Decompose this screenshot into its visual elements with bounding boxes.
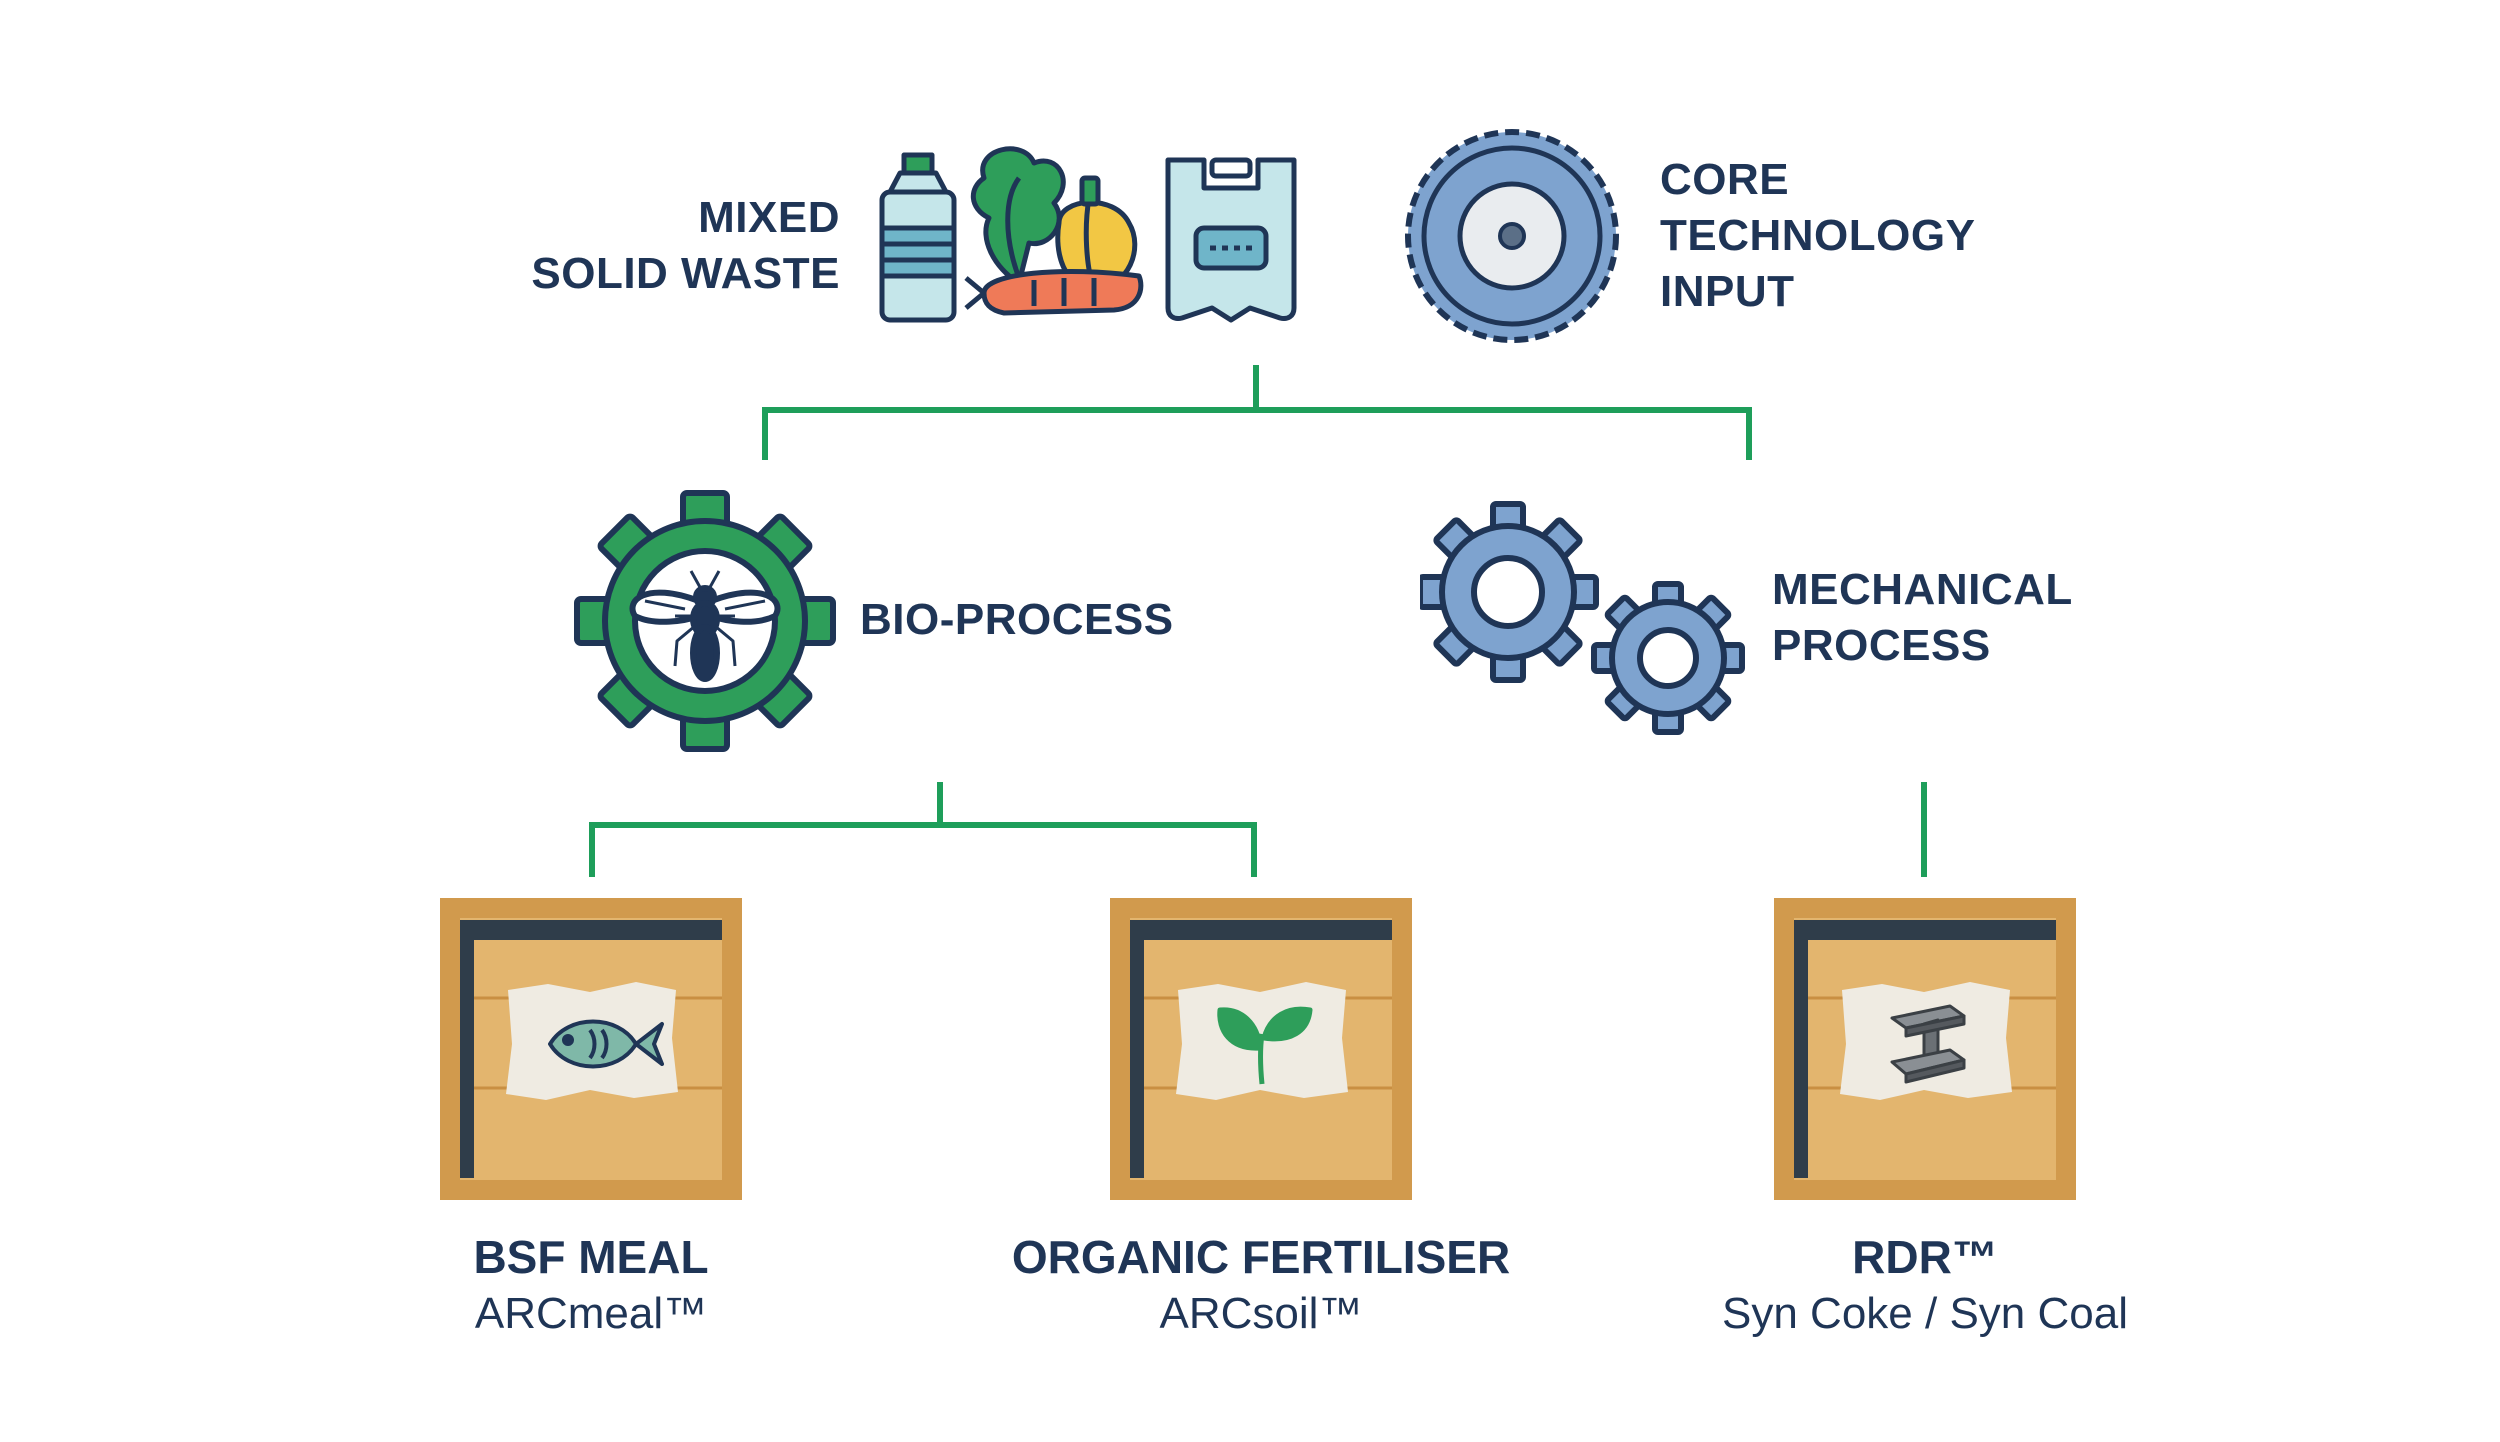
product-bsf-meal: BSF MEAL ARCmeal™ [391, 1228, 791, 1342]
fish-icon [548, 1019, 664, 1069]
product-organic-fertiliser: ORGANIC FERTILISER ARCsoil™ [961, 1228, 1561, 1342]
product-name: BSF MEAL [473, 1231, 709, 1283]
crate-bsf-meal [440, 898, 742, 1200]
product-rdr: RDR™ Syn Coke / Syn Coal [1675, 1228, 2175, 1342]
crate-rdr [1774, 898, 2076, 1200]
bottle-icon [879, 152, 957, 323]
product-name: ORGANIC FERTILISER [1011, 1231, 1511, 1283]
gears-icon [1420, 501, 1745, 735]
plastic-bag-icon [1165, 157, 1297, 323]
bio-process-label: BIO-PROCESS [860, 595, 1174, 644]
product-brand: ARCsoil™ [1159, 1289, 1363, 1338]
mechanical-process-label: MECHANICAL PROCESS [1772, 565, 2073, 670]
waste-label: MIXED SOLID WASTE [531, 193, 840, 298]
vegetables-icon [964, 146, 1144, 316]
core-input-label: CORE TECHNOLOGY INPUT [1660, 155, 1976, 316]
insect-gear-icon [574, 490, 836, 752]
steel-beam-icon [1890, 1004, 1966, 1084]
crate-organic-fertiliser [1110, 898, 1412, 1200]
product-name: RDR™ [1852, 1231, 1998, 1283]
saw-blade-icon [1405, 129, 1619, 343]
product-brand: Syn Coke / Syn Coal [1722, 1289, 2128, 1338]
sprout-icon [1217, 1006, 1313, 1085]
product-brand: ARCmeal™ [474, 1289, 708, 1338]
